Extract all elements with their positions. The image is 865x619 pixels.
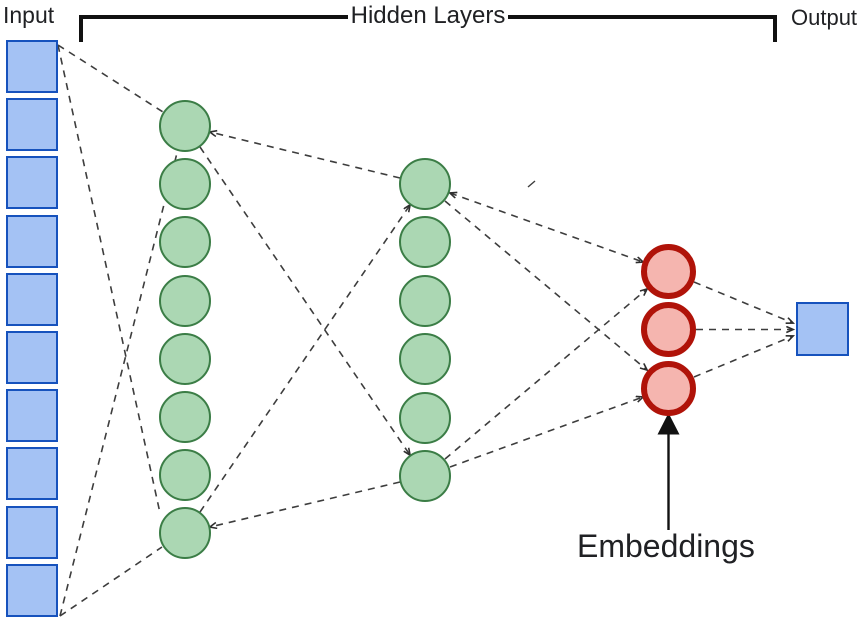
input-square bbox=[6, 156, 58, 210]
input-square bbox=[6, 272, 58, 326]
connector-line bbox=[450, 193, 643, 262]
input-square bbox=[6, 447, 58, 501]
hidden-1-node bbox=[159, 100, 211, 152]
input-label: Input bbox=[3, 2, 55, 28]
hidden-1-node bbox=[159, 274, 211, 327]
connector-line bbox=[57, 44, 164, 113]
hidden-1-node bbox=[159, 507, 211, 560]
connector-line bbox=[444, 289, 647, 460]
connector-line bbox=[693, 336, 793, 378]
hidden-2-node bbox=[399, 216, 451, 269]
output-layer bbox=[796, 302, 849, 356]
input-square bbox=[6, 563, 58, 617]
input-layer bbox=[6, 40, 58, 617]
input-square bbox=[6, 40, 58, 93]
embeddings-label: Embeddings bbox=[577, 528, 755, 564]
hidden-1-node bbox=[159, 390, 211, 443]
hidden-1-node bbox=[159, 332, 211, 385]
embedding-node bbox=[641, 302, 696, 357]
hidden-2-node bbox=[399, 449, 451, 502]
hidden-2-node bbox=[399, 333, 451, 386]
hidden-layers-bracket-right bbox=[508, 15, 777, 42]
input-square bbox=[6, 214, 58, 268]
connector-line bbox=[210, 132, 401, 179]
embedding-node bbox=[641, 360, 696, 416]
embeddings-layer bbox=[641, 243, 696, 416]
hidden-1-node bbox=[159, 158, 211, 211]
connector-line bbox=[449, 397, 643, 468]
connector-line bbox=[444, 200, 647, 370]
hidden-2-node bbox=[399, 274, 451, 327]
output-label: Output bbox=[791, 5, 858, 30]
hidden-1-node bbox=[159, 216, 211, 269]
connector-line bbox=[199, 146, 410, 455]
hidden-layer-1 bbox=[159, 100, 211, 560]
connector-line bbox=[693, 281, 793, 323]
hidden-layers-label: Hidden Layers bbox=[350, 2, 506, 29]
input-square bbox=[6, 330, 58, 384]
hidden-layers-bracket-left bbox=[79, 15, 348, 42]
hidden-layer-2 bbox=[399, 158, 451, 502]
connector-line bbox=[57, 44, 161, 514]
input-square bbox=[6, 389, 58, 443]
connector-line bbox=[210, 481, 401, 527]
stray-dash bbox=[527, 180, 536, 188]
hidden-1-node bbox=[159, 449, 211, 502]
hidden-2-node bbox=[399, 391, 451, 444]
input-square bbox=[6, 505, 58, 559]
output-square bbox=[796, 302, 849, 356]
hidden-2-node bbox=[399, 158, 451, 210]
connector-line bbox=[59, 546, 163, 617]
embeddings-arrowhead bbox=[657, 413, 680, 435]
input-square bbox=[6, 98, 58, 152]
connector-line bbox=[199, 205, 410, 513]
embedding-node bbox=[641, 243, 696, 299]
